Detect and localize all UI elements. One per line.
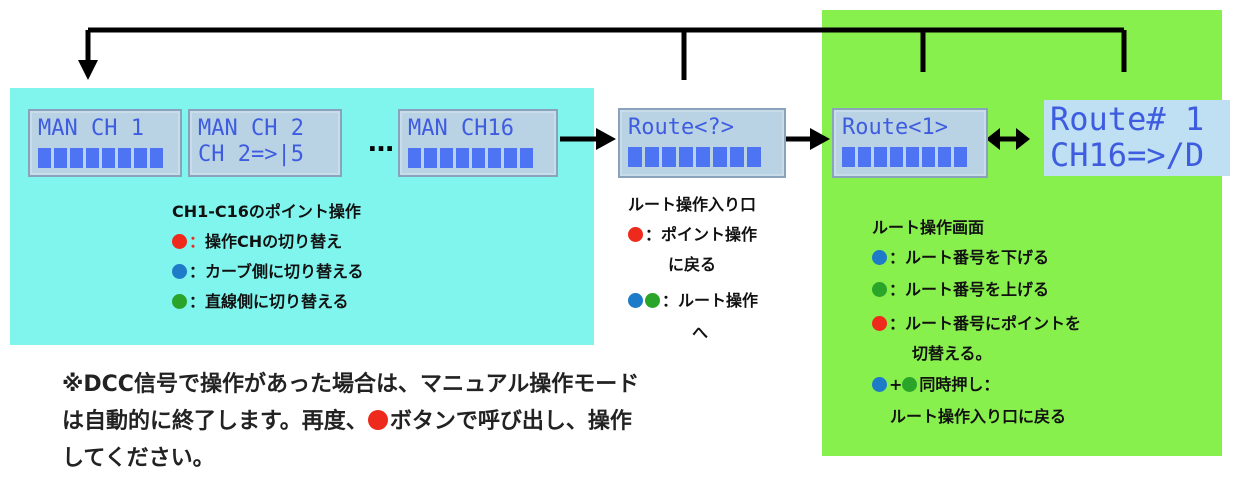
route-screen-red-cont: 切替える。: [912, 344, 992, 363]
route-entry-title: ルート操作入り口: [628, 195, 757, 214]
route-entry-bluegreen: ：ルート操作: [628, 288, 758, 314]
lcd-line1: Route<1>: [842, 115, 948, 140]
right-arrow-icon: [596, 128, 616, 150]
lcd-line2: CH 2=>|5: [198, 142, 304, 167]
red-colon: ：: [189, 232, 206, 251]
ellipsis: …: [368, 128, 394, 158]
right-arrow-icon: [810, 128, 830, 150]
blue-button-icon: [172, 264, 187, 279]
green-button-icon: [872, 282, 887, 297]
route-screen-combo-text: 同時押し：: [919, 375, 1000, 394]
point-ops-green: ：直線側に切り替える: [172, 289, 349, 315]
route-screen-combo: + 同時押し：: [872, 372, 999, 398]
route-screen-green: ：ルート番号を上げる: [872, 277, 1049, 303]
double-arrow-icon: [1016, 128, 1030, 150]
point-ops-blue: ：カーブ側に切り替える: [172, 259, 364, 285]
flow-arrows: [78, 27, 1127, 150]
point-ops-red: ：操作CHの切り替え: [172, 229, 342, 255]
blue-button-icon: [628, 293, 643, 308]
route-entry-red-cont: に戻る: [668, 255, 717, 274]
route-entry-bluegreen-text: ：ルート操作: [662, 291, 759, 310]
point-ops-blue-text: ：カーブ側に切り替える: [189, 262, 364, 281]
lcd-route-detail: Route# 1 CH16=>/D: [1044, 100, 1230, 176]
red-button-icon: [172, 234, 187, 249]
blue-button-icon: [872, 377, 887, 392]
route-screen-green-text: ：ルート番号を上げる: [889, 280, 1050, 299]
lcd-man-ch16: MAN CH16: [398, 109, 558, 177]
lcd-line2: CH16=>/D: [1050, 136, 1205, 174]
lcd-line1: MAN CH 1: [38, 116, 144, 141]
route-screen-blue: ：ルート番号を下げる: [872, 245, 1049, 271]
point-ops-green-text: ：直線側に切り替える: [189, 292, 349, 311]
lcd-man-ch1: MAN CH 1: [28, 109, 182, 177]
route-screen-title: ルート操作画面: [872, 218, 985, 237]
note-line3: してください。: [62, 446, 215, 471]
lcd-route-select: Route<1>: [832, 108, 988, 178]
double-arrow-icon: [986, 128, 1000, 150]
route-entry-red: ：ポイント操作: [628, 222, 757, 248]
lcd-line1: Route<?>: [628, 115, 734, 140]
dcc-note: ※DCC信号で操作があった場合は、マニュアル操作モード は自動的に終了します。再…: [62, 366, 639, 477]
red-button-icon: [872, 316, 887, 331]
route-screen-combo-cont: ルート操作入り口に戻る: [890, 407, 1067, 426]
green-button-icon: [172, 294, 187, 309]
note-line2b: ボタンで呼び出し、操作: [389, 409, 632, 434]
note-line2: は自動的に終了します。再度、ボタンで呼び出し、操作: [62, 403, 639, 440]
red-button-icon: [628, 227, 643, 242]
red-button-icon: [367, 410, 388, 430]
green-button-icon: [902, 377, 918, 392]
lcd-route-entry: Route<?>: [618, 108, 786, 178]
route-mode-panel: [822, 10, 1222, 456]
route-screen-red: ：ルート番号にポイントを: [872, 311, 1081, 337]
green-button-icon: [645, 293, 660, 308]
note-line2a: は自動的に終了します。再度、: [62, 409, 368, 434]
point-ops-red-text: 操作CHの切り替え: [205, 232, 343, 251]
return-arrow-icon: [78, 60, 98, 80]
route-entry-bluegreen-cont: へ: [692, 323, 709, 342]
combo-plus: +: [889, 375, 903, 394]
point-ops-title: CH1-C16のポイント操作: [172, 202, 361, 221]
route-screen-red-text: ：ルート番号にポイントを: [889, 314, 1082, 333]
note-line1: ※DCC信号で操作があった場合は、マニュアル操作モード: [62, 372, 640, 397]
blue-button-icon: [872, 250, 887, 265]
route-entry-red-text: ：ポイント操作: [645, 225, 758, 244]
lcd-line1: Route# 1: [1050, 100, 1205, 138]
lcd-line1: MAN CH 2: [198, 116, 304, 141]
lcd-line1: MAN CH16: [408, 116, 514, 141]
lcd-man-ch2: MAN CH 2 CH 2=>|5: [188, 109, 342, 177]
route-screen-blue-text: ：ルート番号を下げる: [889, 248, 1050, 267]
